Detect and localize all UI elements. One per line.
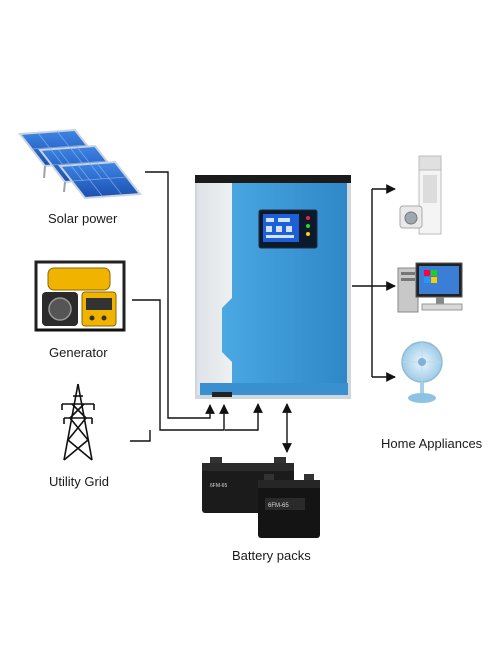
label-battery-packs: Battery packs xyxy=(232,548,311,563)
battery-icon xyxy=(202,457,320,538)
battery-front-model: 6FM-65 xyxy=(268,503,289,509)
fan-icon xyxy=(401,341,443,403)
computer-icon xyxy=(397,262,463,313)
pylon-icon xyxy=(61,383,95,461)
air-conditioner-icon xyxy=(399,155,442,235)
inverter-icon xyxy=(195,175,351,399)
label-home-appliances: Home Appliances xyxy=(381,436,483,451)
label-solar-power: Solar power xyxy=(48,211,118,226)
generator-icon xyxy=(34,260,126,332)
connection-lines xyxy=(130,171,396,453)
battery-back-model: 6FM-65 xyxy=(210,483,227,489)
label-generator: Generator xyxy=(49,345,108,360)
label-utility-grid: Utility Grid xyxy=(49,474,109,489)
solar-panel-icon xyxy=(18,128,142,200)
